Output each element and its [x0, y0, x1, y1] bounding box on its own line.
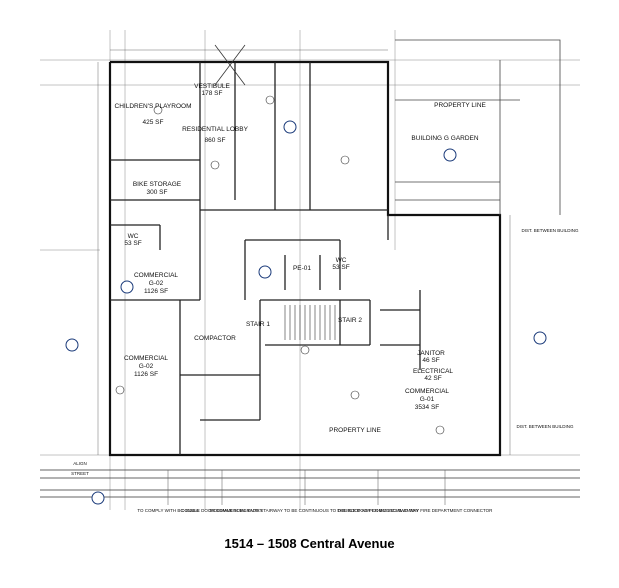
reference-bubbles [115, 95, 445, 435]
note-stairway: SIDEWALK SUBGRADE STAIRWAY TO BE CONTINU… [209, 508, 401, 513]
label-property-line-top: PROPERTY LINE [434, 102, 486, 109]
interior-walls [110, 62, 421, 455]
area-residential-lobby: 860 SF [205, 137, 226, 144]
dimension-strings [97, 49, 511, 455]
area-bike-storage: 300 SF [147, 189, 168, 196]
label-childrens-playroom: CHILDREN'S PLAYROOM [115, 103, 192, 110]
callout-notes: TO COMPLY WITH BC 1024.6 DOUBLE DOOR COM… [71, 228, 579, 513]
label-wc-left: WC [128, 233, 139, 240]
area-childrens-playroom: 425 SF [143, 119, 164, 126]
note-double-door-1: DOUBLE DOOR COMMERCIAL ENTRY [181, 508, 262, 513]
area-wc-mid: 53 SF [332, 264, 349, 271]
area-commercial-g02: 1126 SF [144, 288, 168, 295]
exterior-walls [108, 60, 502, 457]
note-alignment: ALIGN [73, 461, 87, 466]
area-wc-left: 53 SF [124, 240, 141, 247]
floor-plan: CHILDREN'S PLAYROOM 425 SF VESTIBULE 178… [40, 30, 580, 513]
room-labels: CHILDREN'S PLAYROOM 425 SF VESTIBULE 178… [115, 83, 487, 434]
id-commercial-g01: G-01 [420, 396, 435, 403]
label-electrical: ELECTRICAL [413, 368, 453, 375]
label-stair1: STAIR 1 [246, 321, 270, 328]
id-commercial-g02b: G-02 [139, 363, 154, 370]
stair-treads [284, 305, 336, 340]
garden-area [395, 39, 561, 215]
label-commercial-g02: COMMERCIAL [134, 272, 178, 279]
label-residential-lobby: RESIDENTIAL LOBBY [182, 126, 249, 133]
label-garden: BUILDING G GARDEN [411, 135, 478, 142]
sidewalk-band [40, 469, 580, 498]
label-property-line-bottom: PROPERTY LINE [329, 427, 381, 434]
area-commercial-g01: 3534 SF [415, 404, 440, 411]
label-stair2: STAIR 2 [338, 317, 362, 324]
note-distance-right: DIST. BETWEEN BUILDING [521, 228, 579, 233]
note-fire-connector: TWO WAY FIRE DEPARTMENT CONNECTOR [398, 508, 494, 513]
label-commercial-g01: COMMERCIAL [405, 388, 449, 395]
area-vestibule: 178 SF [202, 90, 223, 97]
label-wc-mid: WC [336, 257, 347, 264]
plan-caption: 1514 – 1508 Central Avenue [224, 536, 395, 551]
label-bike-storage: BIKE STORAGE [133, 181, 182, 188]
area-commercial-g02b: 1126 SF [134, 371, 158, 378]
area-electrical: 42 SF [424, 375, 441, 382]
vestibule-diagonals [214, 44, 246, 86]
label-janitor: JANITOR [417, 350, 445, 357]
area-janitor: 46 SF [422, 357, 439, 364]
note-distance-bottom: DIST. BETWEEN BUILDING [516, 424, 574, 429]
label-commercial-g02b: COMMERCIAL [124, 355, 168, 362]
label-pe: PE-01 [293, 265, 311, 272]
note-double-door-2: DOUBLE DOOR COMMERCIAL ENTRY [337, 508, 418, 513]
note-comply: TO COMPLY WITH BC 1024.6 [137, 508, 199, 513]
label-vestibule: VESTIBULE [194, 83, 230, 90]
label-compactor: COMPACTOR [194, 335, 236, 342]
leader-lines [167, 470, 446, 505]
section-markers [65, 120, 547, 505]
note-street: STREET [71, 471, 89, 476]
id-commercial-g02: G-02 [149, 280, 164, 287]
